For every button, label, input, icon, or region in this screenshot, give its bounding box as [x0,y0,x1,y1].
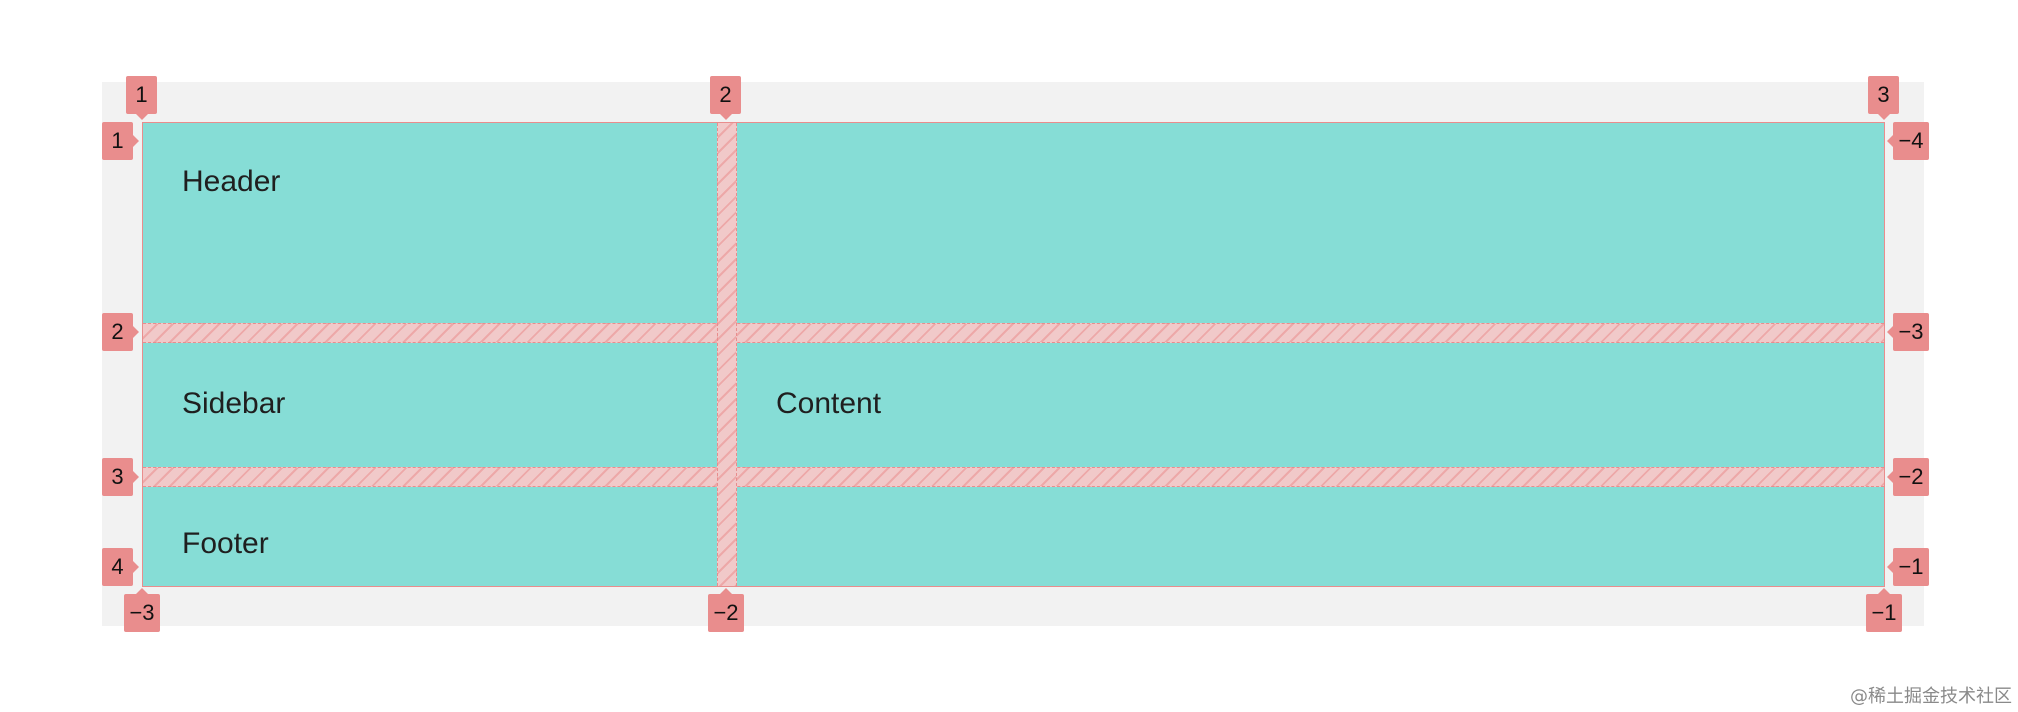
header-label: Header [182,165,281,198]
row-line-right-neg4: −4 [1887,122,1929,160]
sidebar-label: Sidebar [182,387,286,420]
row-line-left-1: 1 [102,122,139,160]
watermark: @稀土掘金技术社区 [1850,686,2012,707]
column-line-top-3: 3 [1868,76,1899,120]
column-line-bottom-neg2: −2 [708,588,744,632]
column-gap [717,123,737,586]
column-line-bottom-neg1: −1 [1866,588,1902,632]
footer-label: Footer [182,527,269,560]
grid-container: Header Sidebar Content Footer [142,122,1885,587]
column-line-top-1: 1 [126,76,157,120]
row-line-left-4: 4 [102,548,139,586]
footer-area: Footer [143,487,1884,586]
row-line-right-neg1: −1 [1887,548,1929,586]
content-area: Content [737,343,1884,467]
row-line-left-2: 2 [102,313,139,351]
column-line-top-2: 2 [710,76,741,120]
row-line-right-neg3: −3 [1887,313,1929,351]
column-line-bottom-neg3: −3 [124,588,160,632]
sidebar-area: Sidebar [143,343,717,467]
row-gap-1 [143,323,1884,343]
row-gap-2 [143,467,1884,487]
header-area: Header [143,123,1884,323]
row-line-left-3: 3 [102,458,139,496]
row-line-right-neg2: −2 [1887,458,1929,496]
content-label: Content [776,387,882,420]
